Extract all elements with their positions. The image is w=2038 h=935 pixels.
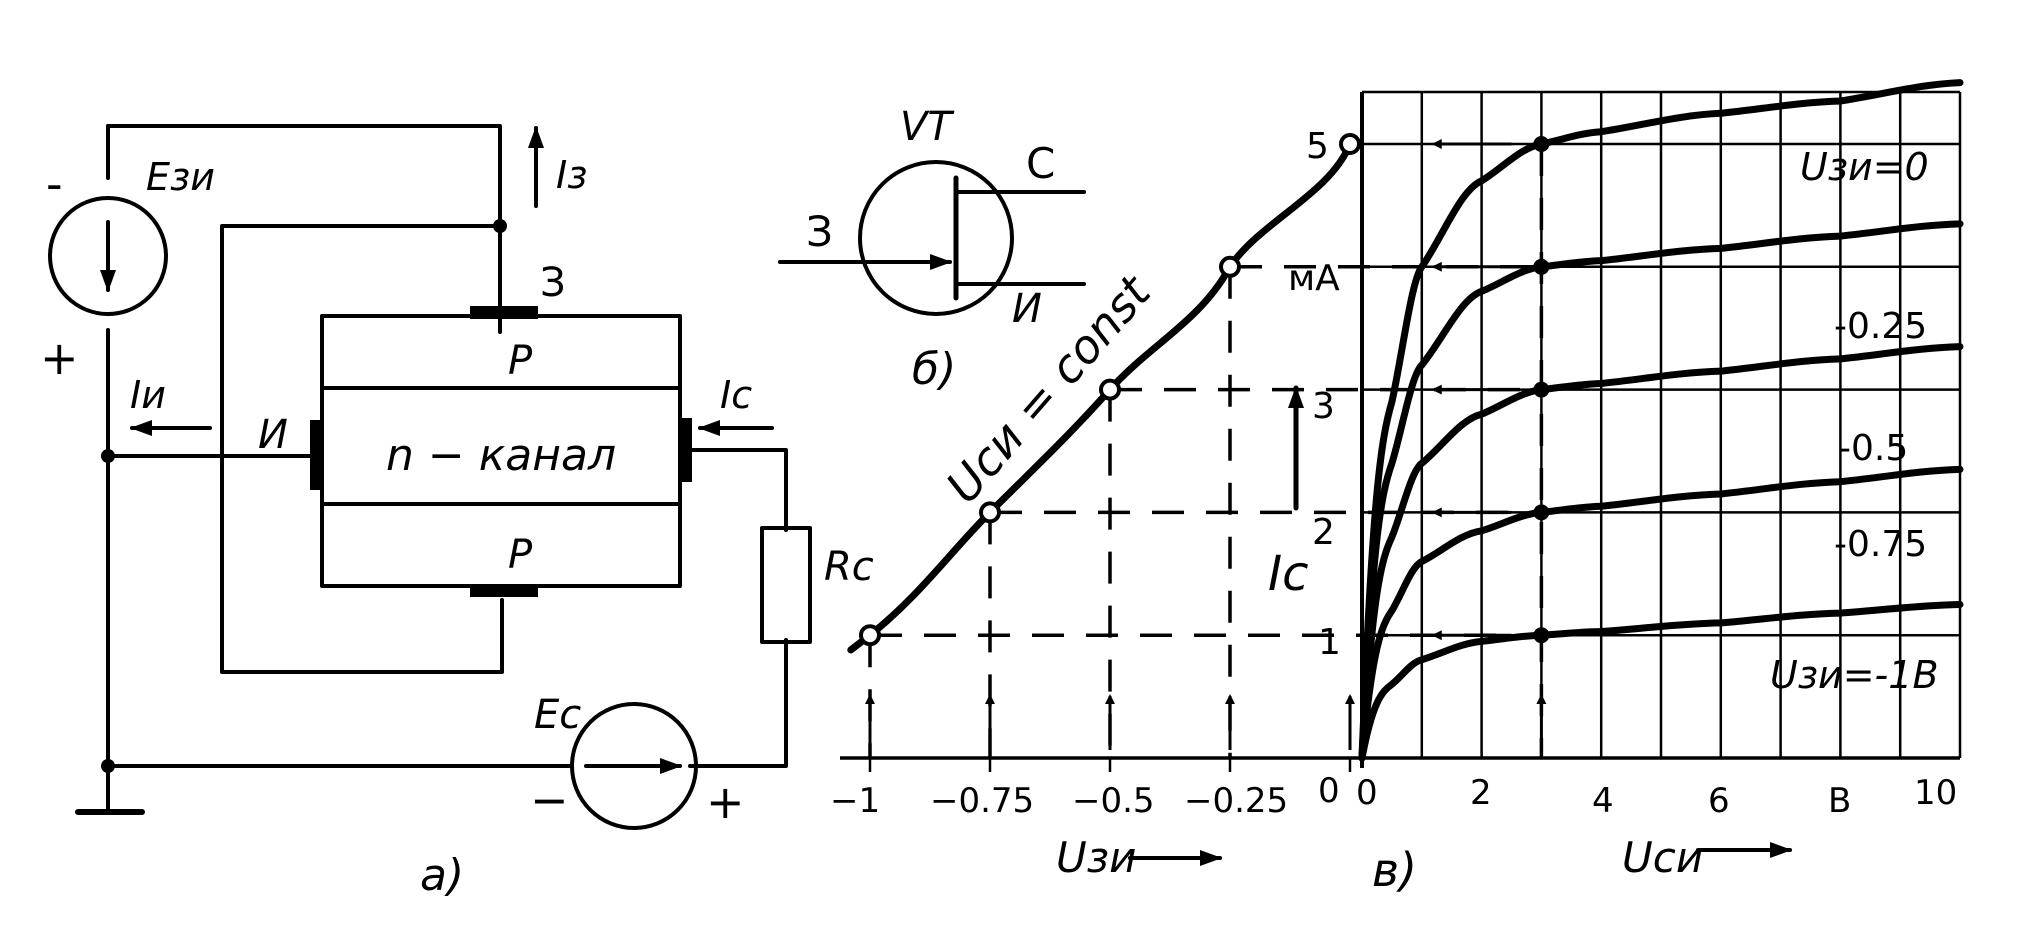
output-curve — [1358, 79, 1964, 762]
chart-c: 0 2 4 6 В 10 −1 −0.75 −0.5 −0.25 0 1 2 3… — [830, 79, 1964, 897]
series-label: -0.75 — [1834, 524, 1927, 565]
operating-point — [1533, 136, 1550, 152]
symbol-drain-label: С — [1026, 139, 1055, 188]
symbol-b: VT С З И б) — [778, 104, 1086, 395]
gate-plus: + — [40, 331, 79, 385]
caption-a: а) — [420, 850, 464, 901]
drain-plus: + — [706, 775, 745, 829]
symbol-gate-label: З — [806, 207, 833, 256]
transfer-point — [979, 501, 1001, 524]
drain-source-circle — [570, 702, 698, 830]
i-gate-label: Iз — [556, 153, 587, 197]
x-left-tick: −0.75 — [930, 781, 1034, 821]
transfer-plot — [847, 133, 1361, 654]
transfer-point — [1219, 255, 1241, 278]
gate-terminal-label: З — [540, 260, 566, 306]
p-bottom-label: P — [508, 532, 533, 578]
x-left-axis-label: Uзи — [1056, 833, 1136, 882]
transfer-point — [859, 624, 881, 647]
x-left-tick: −0.5 — [1072, 781, 1155, 821]
x-left-tick: 0 — [1318, 771, 1340, 811]
x-left-tick: −1 — [830, 781, 880, 821]
output-curve — [1358, 220, 1964, 762]
y-tick: 1 — [1318, 622, 1341, 663]
y-tick: 3 — [1312, 386, 1335, 427]
x-right-tick: 10 — [1914, 773, 1957, 813]
y-axis-label: Iс — [1268, 546, 1309, 602]
output-curve — [1358, 601, 1964, 762]
drain-minus: − — [530, 773, 569, 827]
series-label: Uзи=0 — [1800, 145, 1929, 189]
transfer-point — [1339, 133, 1361, 155]
source-terminal-label: И — [258, 412, 288, 458]
r-drain-label: Rс — [824, 544, 874, 590]
x-right-tick: 0 — [1356, 773, 1378, 813]
operating-point — [1533, 627, 1550, 644]
symbol-source-label: И — [1012, 286, 1042, 332]
output-curves — [1358, 79, 1964, 762]
e-drain-label: Eс — [534, 692, 581, 738]
x-right-tick: 4 — [1592, 781, 1614, 821]
y-tick: 2 — [1312, 512, 1335, 553]
y-tick: 5 — [1306, 126, 1329, 167]
x-right-tick: 6 — [1708, 781, 1730, 821]
drain-resistor — [760, 526, 812, 644]
caption-b: б) — [912, 344, 956, 395]
i-source-label: Iи — [130, 373, 166, 417]
n-channel-label: n − канал — [386, 430, 616, 481]
projection-arrows — [865, 139, 1547, 750]
series-label: -0.25 — [1834, 306, 1927, 347]
transfer-point — [1099, 378, 1121, 401]
x-left-tick: −0.25 — [1184, 781, 1288, 821]
series-label: Uзи=-1В — [1770, 653, 1939, 697]
series-label: -0.5 — [1838, 428, 1908, 469]
operating-point — [1533, 381, 1550, 398]
p-top-label: P — [508, 338, 533, 384]
i-drain-label: Iс — [720, 373, 752, 417]
e-gate-label: Eзи — [146, 155, 215, 199]
gate-minus: - — [46, 157, 63, 211]
x-right-tick: В — [1828, 781, 1851, 821]
gate-source-circle — [48, 196, 168, 316]
y-unit-label: мА — [1288, 258, 1340, 299]
x-right-axis-label: Uси — [1622, 833, 1703, 882]
symbol-circle — [858, 160, 1014, 316]
x-right-tick: 2 — [1470, 773, 1492, 813]
operating-point — [1533, 258, 1550, 275]
output-grid — [840, 90, 1962, 772]
symbol-name: VT — [900, 104, 955, 150]
circuit-a: Eзи - + Iз З Iи И P n − канал P Iс Rс Eс… — [40, 124, 874, 901]
caption-c: в) — [1372, 843, 1417, 897]
operating-point — [1533, 504, 1550, 521]
